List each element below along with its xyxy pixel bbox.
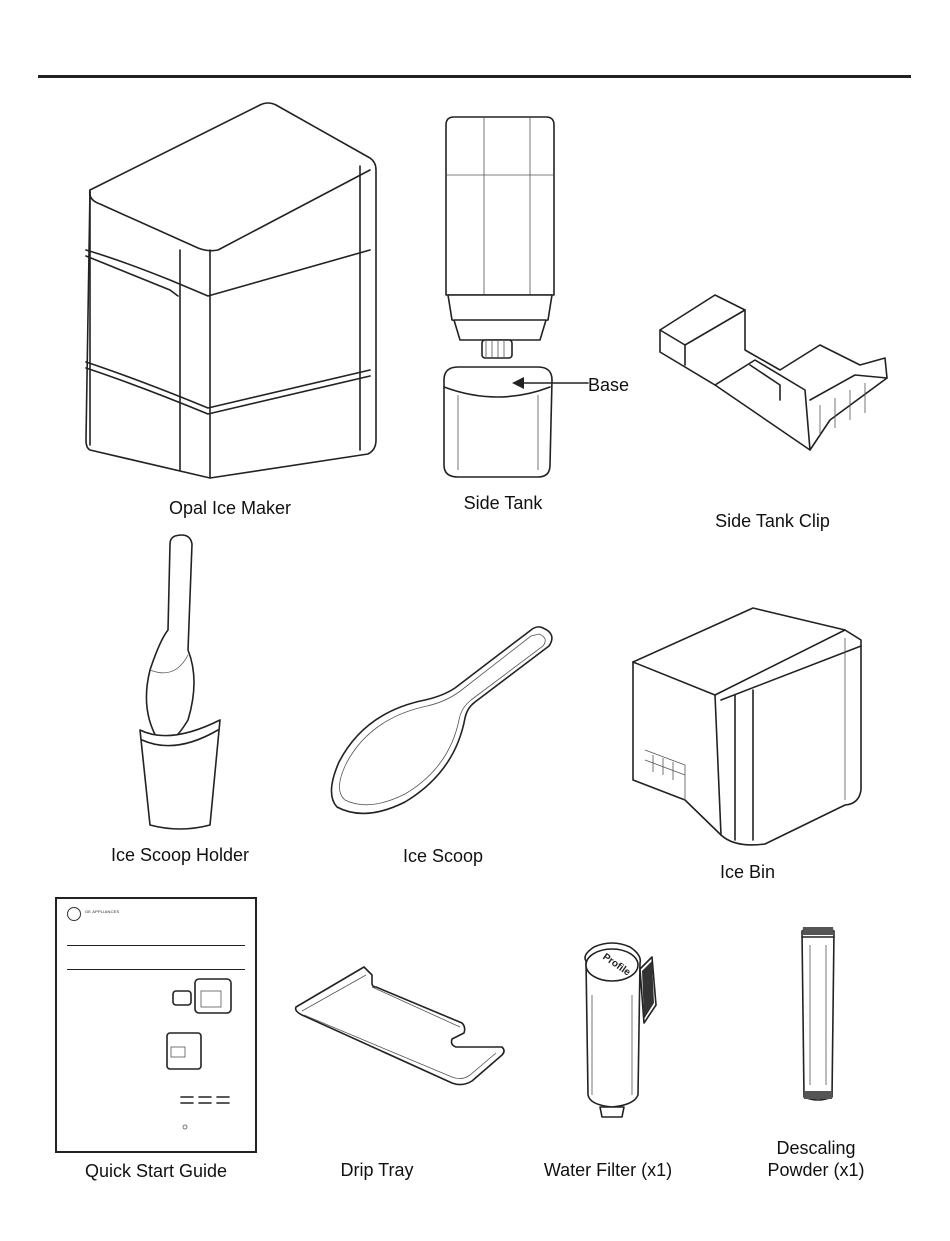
base-callout-arrow xyxy=(512,376,590,390)
ge-logo-icon xyxy=(67,907,81,921)
guide-brand-text: GE APPLIANCES xyxy=(85,909,119,915)
ice-bin-illustration xyxy=(625,600,870,850)
ice-scoop-label: Ice Scoop xyxy=(383,845,503,867)
descaling-powder-illustration xyxy=(798,925,838,1105)
ice-scoop-holder-label: Ice Scoop Holder xyxy=(95,844,265,866)
quick-start-guide-label: Quick Start Guide xyxy=(70,1160,242,1182)
base-callout-label: Base xyxy=(588,374,638,396)
guide-rule-1 xyxy=(67,945,245,946)
water-filter-label: Water Filter (x1) xyxy=(535,1159,681,1181)
side-tank-clip-illustration xyxy=(655,290,895,460)
header-rule xyxy=(38,75,911,78)
ice-bin-label: Ice Bin xyxy=(700,861,795,883)
guide-rule-2 xyxy=(67,969,245,970)
ice-scoop-illustration xyxy=(325,622,560,827)
opal-ice-maker-illustration xyxy=(80,100,380,485)
guide-cover-graphics xyxy=(167,977,247,1137)
side-tank-illustration xyxy=(438,115,568,485)
drip-tray-illustration xyxy=(292,965,507,1090)
side-tank-label: Side Tank xyxy=(440,492,566,514)
descaling-powder-label-line1: Descaling xyxy=(760,1137,872,1159)
drip-tray-label: Drip Tray xyxy=(325,1159,429,1181)
side-tank-clip-label: Side Tank Clip xyxy=(690,510,855,532)
descaling-powder-label-line2: Powder (x1) xyxy=(760,1159,872,1181)
water-filter-illustration: Profile xyxy=(572,935,667,1125)
ice-scoop-holder-illustration xyxy=(130,530,230,835)
quick-start-guide-cover: GE APPLIANCES xyxy=(55,897,257,1153)
opal-ice-maker-label: Opal Ice Maker xyxy=(140,497,320,519)
